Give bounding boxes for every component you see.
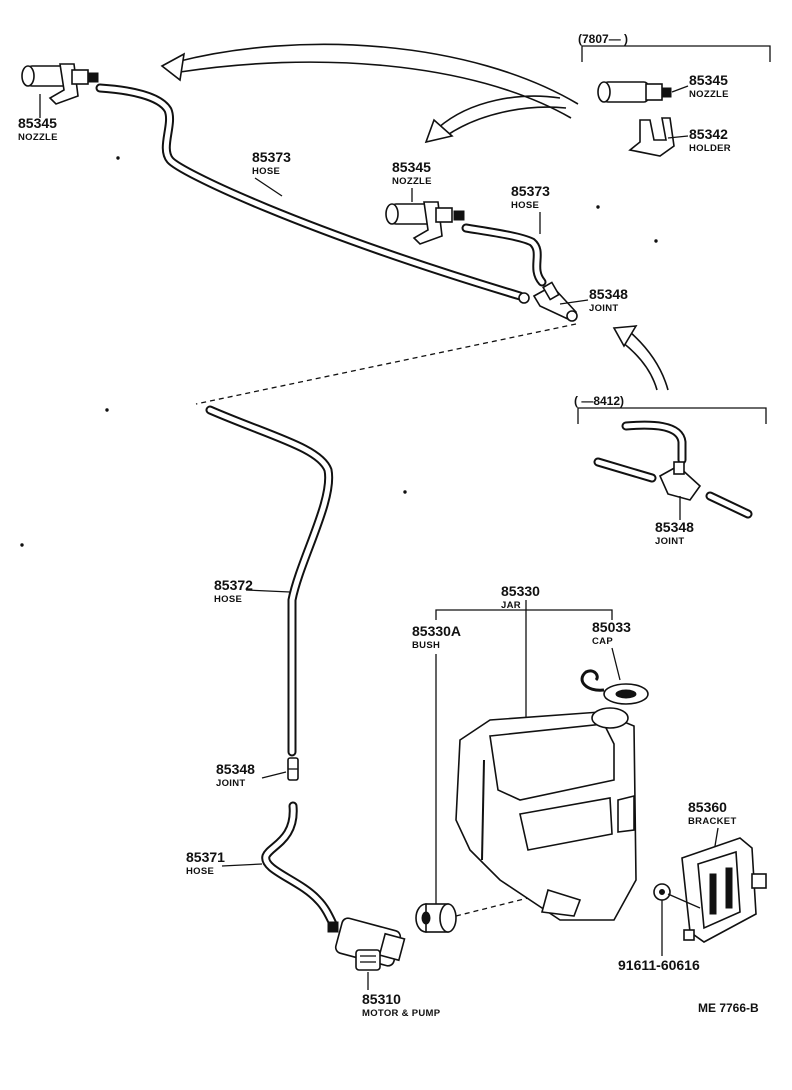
transfer-arrow-top-left (160, 43, 579, 119)
hose-pump-label: HOSE (186, 866, 214, 877)
hose-vertical (205, 405, 334, 757)
bracket-number: 85360 (688, 799, 727, 815)
hose-short (461, 223, 547, 287)
joint-lower-number: 85348 (216, 761, 255, 777)
holder-label: HOLDER (689, 143, 731, 154)
jar (455, 707, 637, 921)
hose-vertical-number: 85372 (214, 577, 253, 593)
hose-short-label: HOSE (511, 200, 539, 211)
bush-label: BUSH (412, 640, 440, 651)
bracket (681, 837, 767, 943)
print-specks (20, 156, 658, 547)
holder (628, 117, 675, 157)
inset-bracket-mid: ( —8412) (574, 394, 767, 424)
hose-pump (261, 801, 339, 931)
transfer-arrow-mid (424, 95, 567, 144)
joint-lower (287, 757, 299, 781)
joint-top (532, 281, 578, 322)
cap-number: 85033 (592, 619, 631, 635)
nozzle-mid-number: 85345 (392, 159, 431, 175)
bolt-number: 91611-60616 (618, 957, 700, 973)
joint-inset-number: 85348 (655, 519, 694, 535)
joint-top-label: JOINT (589, 303, 618, 314)
hose-long-number: 85373 (252, 149, 291, 165)
hose-long (95, 83, 530, 304)
inset-top-label: (7807— ) (578, 32, 628, 46)
motor-pump-number: 85310 (362, 991, 401, 1007)
holder-number: 85342 (689, 126, 728, 142)
nozzle-right (597, 81, 672, 103)
routing-dashed-line (195, 323, 577, 405)
nozzle-mid (385, 201, 465, 245)
joint-top-number: 85348 (589, 286, 628, 302)
transfer-arrow-inset-mid (612, 325, 669, 391)
jar-number: 85330 (501, 583, 540, 599)
cap (580, 669, 649, 705)
joint-lower-label: JOINT (216, 778, 245, 789)
bolt (653, 883, 671, 901)
motor-pump (327, 917, 406, 971)
jar-label: JAR (501, 600, 521, 611)
nozzle-left (21, 63, 99, 105)
motor-pump-label: MOTOR & PUMP (362, 1008, 441, 1019)
nozzle-mid-label: NOZZLE (392, 176, 432, 187)
inset-bracket-top: (7807— ) (578, 32, 771, 62)
joint-inset-label: JOINT (655, 536, 684, 547)
bush-number: 85330A (412, 623, 461, 639)
cap-label: CAP (592, 636, 613, 647)
bush (415, 903, 457, 933)
inset-mid-label: ( —8412) (574, 394, 624, 408)
reference-code: ME 7766-B (698, 1001, 759, 1015)
nozzle-right-number: 85345 (689, 72, 728, 88)
hose-short-number: 85373 (511, 183, 550, 199)
nozzle-left-number: 85345 (18, 115, 57, 131)
inset-joint-assembly (593, 420, 753, 519)
nozzle-right-label: NOZZLE (689, 89, 729, 100)
hose-pump-number: 85371 (186, 849, 225, 865)
hose-long-label: HOSE (252, 166, 280, 177)
bracket-label: BRACKET (688, 816, 737, 827)
hose-vertical-label: HOSE (214, 594, 242, 605)
nozzle-left-label: NOZZLE (18, 132, 58, 143)
